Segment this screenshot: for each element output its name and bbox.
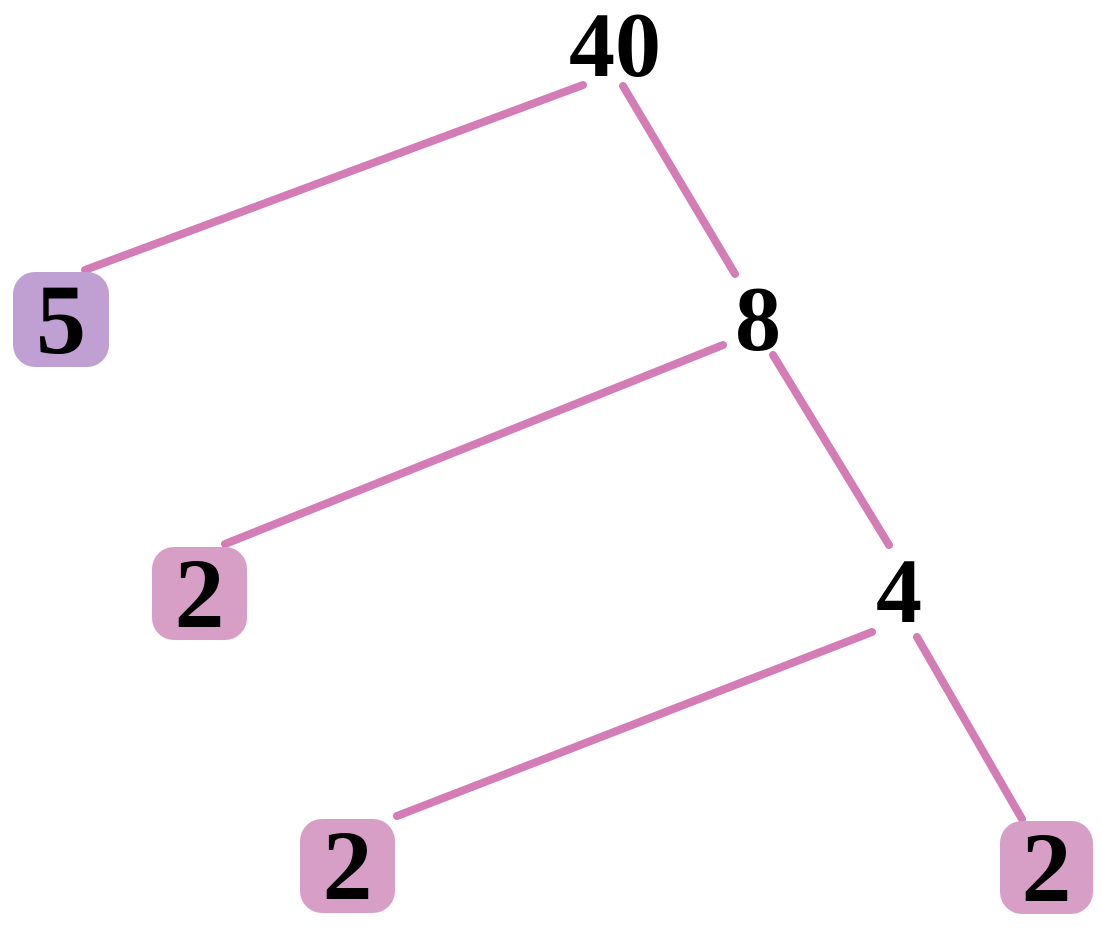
node-4-value: 4 xyxy=(876,540,922,642)
edge-8-2-middle xyxy=(221,341,727,548)
leaf-2-bottom-left: 2 xyxy=(300,810,395,921)
edge-40-8 xyxy=(619,82,739,278)
edge-4-2-bottom-right xyxy=(913,633,1026,823)
node-40-value: 40 xyxy=(569,0,661,96)
edge-4-2-bottom-left xyxy=(393,628,876,820)
node-8-value: 8 xyxy=(735,268,781,370)
leaf-2-middle-value: 2 xyxy=(174,537,225,649)
leaf-2-bottom-right: 2 xyxy=(1000,817,1093,917)
leaf-2-bottom-right-value: 2 xyxy=(1021,811,1072,923)
leaf-5-value: 5 xyxy=(36,263,86,375)
edge-8-4 xyxy=(769,351,893,549)
leaf-2-bottom-left-value: 2 xyxy=(322,810,373,921)
node-40: 40 xyxy=(569,0,661,91)
node-4: 4 xyxy=(876,545,922,637)
edge-40-5 xyxy=(81,81,587,274)
leaf-5: 5 xyxy=(13,263,109,375)
leaf-2-middle: 2 xyxy=(152,543,247,643)
node-8: 8 xyxy=(735,273,781,365)
